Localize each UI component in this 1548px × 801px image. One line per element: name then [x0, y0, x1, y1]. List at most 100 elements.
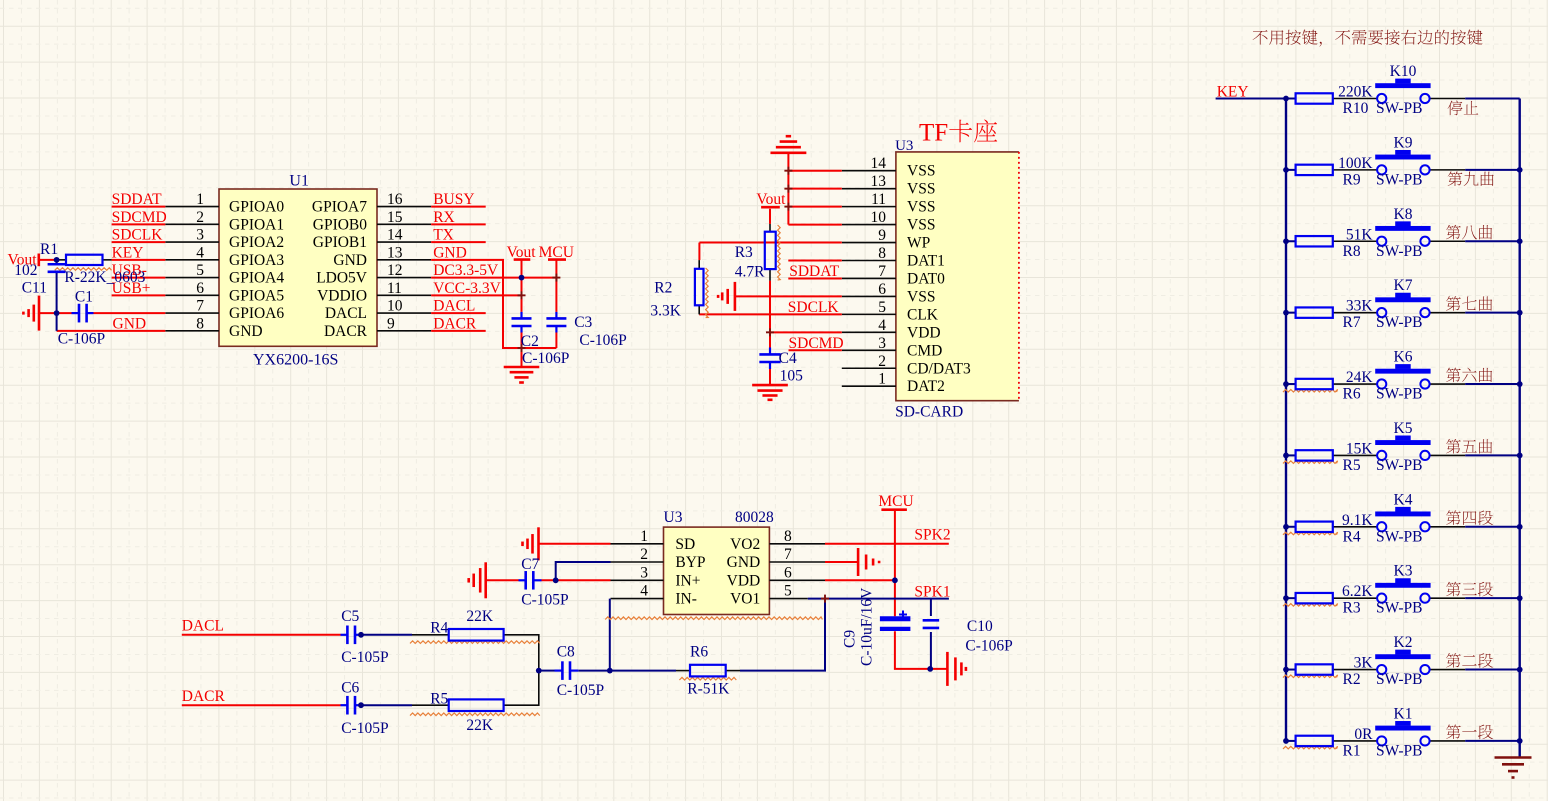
gnd-c4[interactable] [752, 383, 788, 402]
designator-R1[interactable]: R1 [1343, 742, 1361, 759]
wire[interactable] [893, 631, 931, 670]
resistor-R1[interactable] [1294, 734, 1334, 748]
value-R2[interactable]: 3.3K [650, 303, 681, 320]
net-label-DACL[interactable]: DACL [433, 298, 475, 315]
part-C9[interactable]: C-10uF/16V [859, 587, 876, 666]
designator-R1[interactable]: R1 [40, 241, 58, 258]
resistor-R8[interactable] [1294, 234, 1334, 248]
part-K4[interactable]: SW-PB [1376, 528, 1423, 545]
switch-K1[interactable] [1375, 721, 1431, 747]
power-label-MCU[interactable]: MCU [878, 493, 913, 510]
gnd-c7[interactable] [467, 562, 488, 599]
part-SD-CARD[interactable]: SD-CARD [895, 404, 963, 421]
gnd-tf-vss[interactable] [716, 281, 737, 311]
designator-U1[interactable]: U1 [289, 173, 309, 190]
part-80028[interactable]: 80028 [735, 509, 774, 526]
capacitor-C8[interactable] [561, 661, 572, 680]
net-label-KEY[interactable]: KEY [112, 244, 144, 261]
switch-K5[interactable] [1375, 435, 1431, 461]
gnd-c1[interactable] [22, 295, 41, 331]
part-K1[interactable]: SW-PB [1376, 742, 1423, 759]
ic-body-SD-CARD[interactable] [895, 151, 1020, 402]
designator-R9[interactable]: R9 [1343, 171, 1361, 188]
capacitor-C7[interactable] [524, 571, 535, 590]
capacitor-C11[interactable] [47, 262, 66, 274]
designator-R2[interactable]: R2 [1343, 671, 1361, 688]
note-text[interactable] [1252, 29, 1483, 47]
designator-R6[interactable]: R6 [690, 644, 708, 661]
net-label-DACL[interactable]: DACL [182, 618, 224, 635]
resistor-R5-amp[interactable] [447, 698, 505, 713]
net-label-VCC-3.3V[interactable]: VCC-3.3V [433, 280, 501, 297]
gnd-ladder[interactable] [1494, 756, 1532, 779]
designator-C6[interactable]: C6 [341, 679, 359, 696]
gnd-amp-gnd7[interactable] [856, 548, 881, 576]
net-label-USB-[interactable]: USB- [112, 262, 147, 279]
designator-C7[interactable]: C7 [521, 556, 539, 573]
designator-C11[interactable]: C11 [22, 279, 47, 296]
key-function-label[interactable] [1446, 367, 1493, 383]
power-label-Vout[interactable]: Vout [8, 251, 38, 268]
gnd-amp-sd[interactable] [521, 527, 540, 561]
designator-C4[interactable]: C4 [779, 350, 797, 367]
resistor-R9[interactable] [1294, 163, 1334, 177]
net-label-TX[interactable]: TX [433, 227, 454, 244]
value-R5[interactable]: 22K [466, 717, 494, 734]
capacitor-C2[interactable] [511, 317, 532, 328]
designator-R5[interactable]: R5 [430, 691, 448, 708]
capacitor-C4[interactable] [759, 353, 781, 364]
value-102[interactable]: 102 [14, 262, 37, 279]
net-label-SPK2[interactable]: SPK2 [914, 527, 950, 544]
part-K3[interactable]: SW-PB [1376, 600, 1423, 617]
value-R7[interactable]: 33K [1346, 298, 1374, 315]
designator-K1[interactable]: K1 [1394, 705, 1413, 722]
designator-U3-amp[interactable]: U3 [664, 509, 683, 526]
resistor-R2-tf[interactable] [693, 267, 705, 307]
wire[interactable] [554, 561, 611, 581]
part-C7[interactable]: C-105P [521, 592, 568, 609]
key-function-label[interactable] [1446, 510, 1493, 525]
value-R1[interactable]: 0R [1354, 726, 1373, 743]
switch-K6[interactable] [1375, 364, 1431, 390]
value-R9[interactable]: 100K [1338, 155, 1373, 172]
resistor-R10[interactable] [1294, 92, 1334, 105]
part-R6[interactable]: R-51K [687, 681, 730, 698]
designator-C10[interactable]: C10 [967, 618, 993, 635]
capacitor-C10[interactable] [922, 618, 940, 630]
value-R10[interactable]: 220K [1338, 84, 1373, 101]
designator-K6[interactable]: K6 [1394, 349, 1413, 366]
power-label-Vout[interactable]: Vout [756, 191, 786, 208]
part-K7[interactable]: SW-PB [1376, 314, 1423, 331]
value-C4[interactable]: 105 [780, 368, 804, 385]
net-label-SDCLK[interactable]: SDCLK [788, 299, 840, 316]
key-function-label[interactable] [1446, 438, 1493, 454]
designator-R2[interactable]: R2 [654, 280, 672, 297]
part-C2[interactable]: C-106P [522, 350, 569, 367]
value-R8[interactable]: 51K [1346, 226, 1374, 243]
part-R1[interactable]: R-22K_0603 [64, 269, 145, 286]
designator-R4[interactable]: R4 [1343, 528, 1361, 545]
value-R2[interactable]: 3K [1354, 655, 1374, 672]
designator-K4[interactable]: K4 [1394, 491, 1413, 508]
switch-K7[interactable] [1375, 292, 1431, 319]
designator-R4[interactable]: R4 [430, 620, 448, 637]
switch-K8[interactable] [1375, 221, 1431, 247]
part-K10[interactable]: SW-PB [1376, 100, 1423, 117]
net-label-KEY[interactable]: KEY [1217, 84, 1249, 101]
switch-K3[interactable] [1375, 578, 1431, 604]
switch-K10[interactable] [1375, 78, 1431, 105]
value-R3[interactable]: 6.2K [1342, 583, 1373, 600]
designator-R10[interactable]: R10 [1343, 100, 1369, 117]
key-function-label[interactable] [1447, 100, 1479, 116]
part-C10[interactable]: C-106P [965, 638, 1012, 655]
part-C3[interactable]: C-106P [579, 332, 626, 349]
resistor-R4-amp[interactable] [447, 627, 505, 642]
designator-K8[interactable]: K8 [1394, 206, 1413, 223]
net-label-DC3.3-5V[interactable]: DC3.3-5V [433, 262, 499, 279]
designator-C8[interactable]: C8 [557, 644, 575, 661]
capacitor-C1[interactable] [77, 303, 88, 323]
capacitor-C3[interactable] [546, 317, 567, 328]
resistor-R6-amp[interactable] [688, 663, 727, 678]
net-label-SPK1[interactable]: SPK1 [914, 584, 950, 601]
capacitor-C6[interactable] [346, 695, 357, 715]
